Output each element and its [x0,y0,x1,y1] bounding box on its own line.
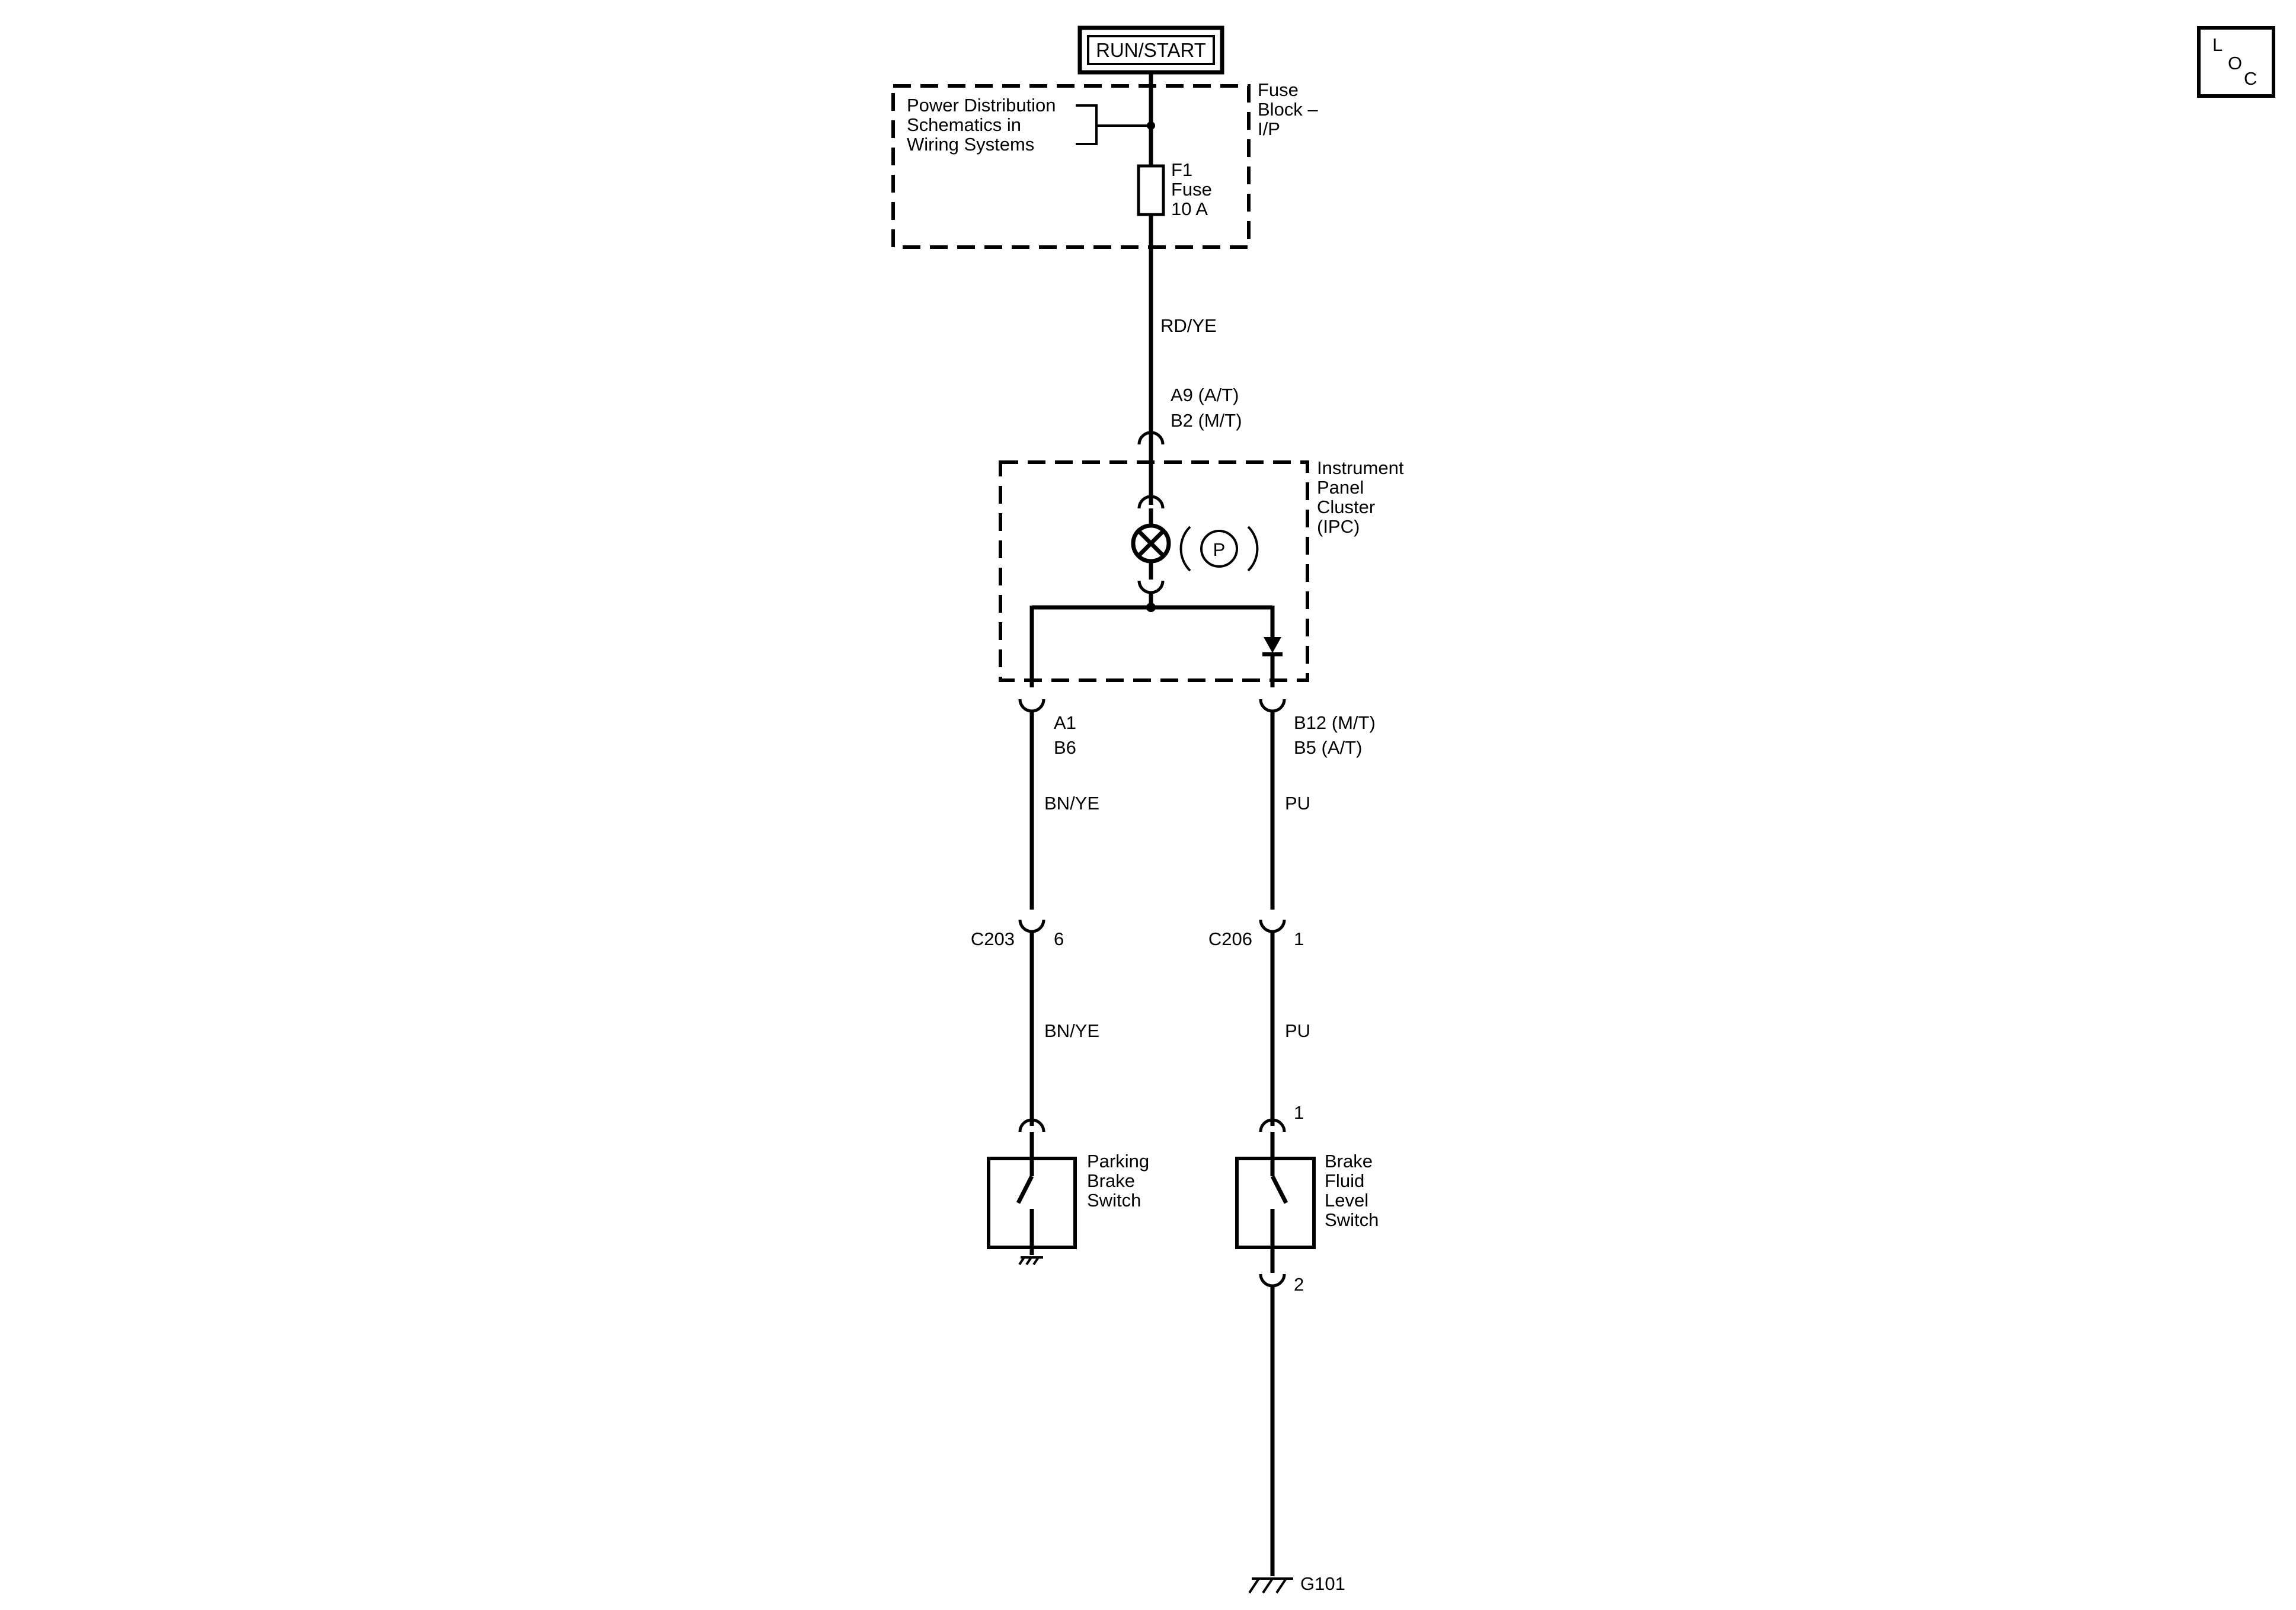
brake-fluid-switch-name-2: Fluid [1325,1170,1364,1191]
power-distribution-ref-3[interactable]: Wiring Systems [907,134,1034,155]
brake-warning-bulb-icon [1131,523,1171,564]
brake-indicator-icon: P [1179,526,1259,572]
fluid-switch-blade [1270,1175,1288,1204]
loc-badge-frame[interactable] [2197,26,2275,98]
loc-letter-c: C [2244,68,2257,89]
ipc-input-connector [1137,431,1165,445]
brake-indicator-letter: P [1213,539,1226,560]
bulb-lower-connector [1137,580,1165,594]
power-source-label: RUN/START [1096,39,1206,61]
ipc-right-pin-1: B12 (M/T) [1294,712,1376,733]
ipc-name-4: (IPC) [1317,516,1360,537]
c206-connector [1259,919,1286,933]
loc-letter-o: O [2228,53,2242,73]
power-source: RUN/START [1077,25,1224,75]
fuse-block-name-1: Fuse [1258,79,1299,100]
ground-g101-label: G101 [1300,1573,1345,1594]
c203-name: C203 [971,929,1015,949]
loc-button[interactable]: L O C [2197,26,2275,98]
left-wire-color-lower: BN/YE [1044,1020,1099,1041]
power-distribution-ref-2[interactable]: Schematics in [907,114,1021,135]
right-wire-color-upper: PU [1285,793,1310,814]
brake-fluid-switch-name-3: Level [1325,1190,1368,1211]
brake-fluid-switch-name-4: Switch [1325,1209,1379,1230]
ipc-left-connector [1018,699,1045,713]
fuse-f1-symbol [1137,164,1165,216]
fuse-block-name-3: I/P [1258,119,1280,139]
parking-brake-switch-name-2: Brake [1087,1170,1135,1191]
brake-fluid-level-switch: Brake Fluid Level Switch [1235,1132,1379,1273]
feed-wire-color: RD/YE [1160,315,1217,336]
chassis-ground-icon [1018,1256,1043,1266]
c203-pin: 6 [1054,929,1064,949]
brake-fluid-switch-body [1235,1157,1316,1249]
fuse-f1-id: F1 [1171,159,1192,180]
instrument-panel-cluster: Instrument Panel Cluster (IPC) P [999,457,1404,687]
ipc-input-pin-1: A9 (A/T) [1171,385,1239,405]
parking-brake-switch-name-3: Switch [1087,1190,1141,1211]
brake-fluid-switch-top-connector [1259,1118,1286,1132]
power-distribution-ref-1[interactable]: Power Distribution [907,95,1056,116]
reference-bracket [1076,104,1098,145]
parking-brake-switch-name-1: Parking [1087,1151,1149,1172]
ipc-name-3: Cluster [1317,497,1375,517]
c206-name: C206 [1208,929,1252,949]
diode-icon [1262,637,1283,657]
bulb-upper-connector [1137,495,1165,509]
c206-pin: 1 [1294,929,1304,949]
parking-brake-switch: Parking Brake Switch [987,1132,1149,1266]
ipc-left-pin-2: B6 [1054,737,1076,758]
parking-brake-switch-connector [1018,1118,1045,1132]
ground-g101-icon [1248,1577,1293,1594]
fuse-block: Fuse Block – I/P Power Distribution Sche… [891,79,1318,249]
loc-letter-l: L [2212,34,2223,55]
ipc-input-pin-2: B2 (M/T) [1171,410,1242,431]
left-wire-color-upper: BN/YE [1044,793,1099,814]
brake-fluid-switch-pin-bottom: 2 [1294,1274,1304,1295]
ipc-left-pin-1: A1 [1054,712,1076,733]
brake-fluid-switch-name-1: Brake [1325,1151,1373,1172]
fuse-f1-type: Fuse [1171,179,1212,200]
brake-fluid-switch-bottom-connector [1259,1273,1286,1288]
fuse-f1-rating: 10 A [1171,199,1208,219]
ipc-right-pin-2: B5 (A/T) [1294,737,1362,758]
right-wire-color-lower: PU [1285,1020,1310,1041]
ipc-outline [999,460,1309,682]
ipc-name-2: Panel [1317,477,1364,498]
ipc-right-connector [1259,699,1286,713]
fuse-block-outline [891,84,1251,249]
parking-switch-blade [1016,1175,1034,1204]
c203-connector [1018,919,1045,933]
fuse-block-name-2: Block – [1258,99,1318,120]
brake-fluid-switch-pin-top: 1 [1294,1102,1304,1123]
ipc-name-1: Instrument [1317,457,1404,478]
